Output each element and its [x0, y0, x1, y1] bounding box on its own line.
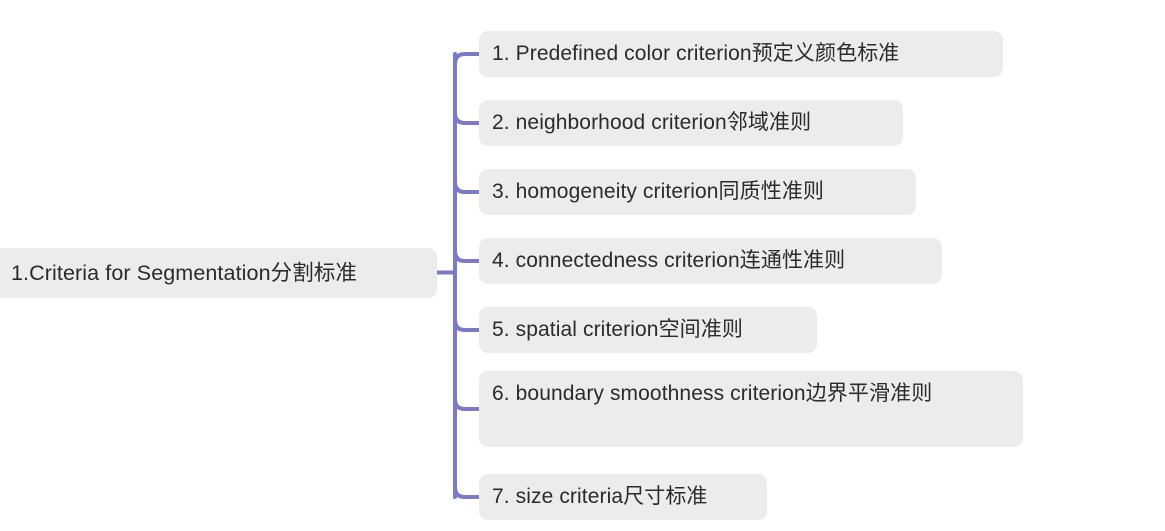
mindmap-node-7[interactable]: 7. size criteria尺寸标准: [479, 474, 767, 520]
root-node-label: 1.Criteria for Segmentation分割标准: [11, 261, 358, 285]
node-3-label: 3. homogeneity criterion同质性准则: [492, 180, 825, 203]
mindmap-root-node[interactable]: 1.Criteria for Segmentation分割标准: [0, 248, 437, 298]
node-5-label: 5. spatial criterion空间准则: [492, 318, 743, 341]
connector-branch-1: [453, 52, 481, 66]
connector-branch-2: [453, 111, 481, 125]
node-7-label: 7. size criteria尺寸标准: [492, 485, 708, 508]
mindmap-node-3[interactable]: 3. homogeneity criterion同质性准则: [479, 169, 916, 215]
connector-branch-3: [453, 180, 481, 194]
mindmap-node-1[interactable]: 1. Predefined color criterion预定义颜色标准: [479, 31, 1003, 77]
mindmap-node-5[interactable]: 5. spatial criterion空间准则: [479, 307, 817, 353]
node-6-label: 6. boundary smoothness criterion边界平滑准则: [492, 382, 933, 405]
mindmap-node-2[interactable]: 2. neighborhood criterion邻域准则: [479, 100, 903, 146]
node-4-label: 4. connectedness criterion连通性准则: [492, 249, 846, 272]
mindmap-node-4[interactable]: 4. connectedness criterion连通性准则: [479, 238, 942, 284]
node-1-label: 1. Predefined color criterion预定义颜色标准: [492, 42, 900, 65]
connector-branch-6: [453, 397, 481, 411]
node-2-label: 2. neighborhood criterion邻域准则: [492, 111, 812, 134]
mindmap-node-6[interactable]: 6. boundary smoothness criterion边界平滑准则: [479, 371, 1023, 447]
connector-branch-4: [453, 249, 481, 263]
connector-branch-7: [453, 485, 481, 499]
connector-branch-5: [453, 318, 481, 332]
